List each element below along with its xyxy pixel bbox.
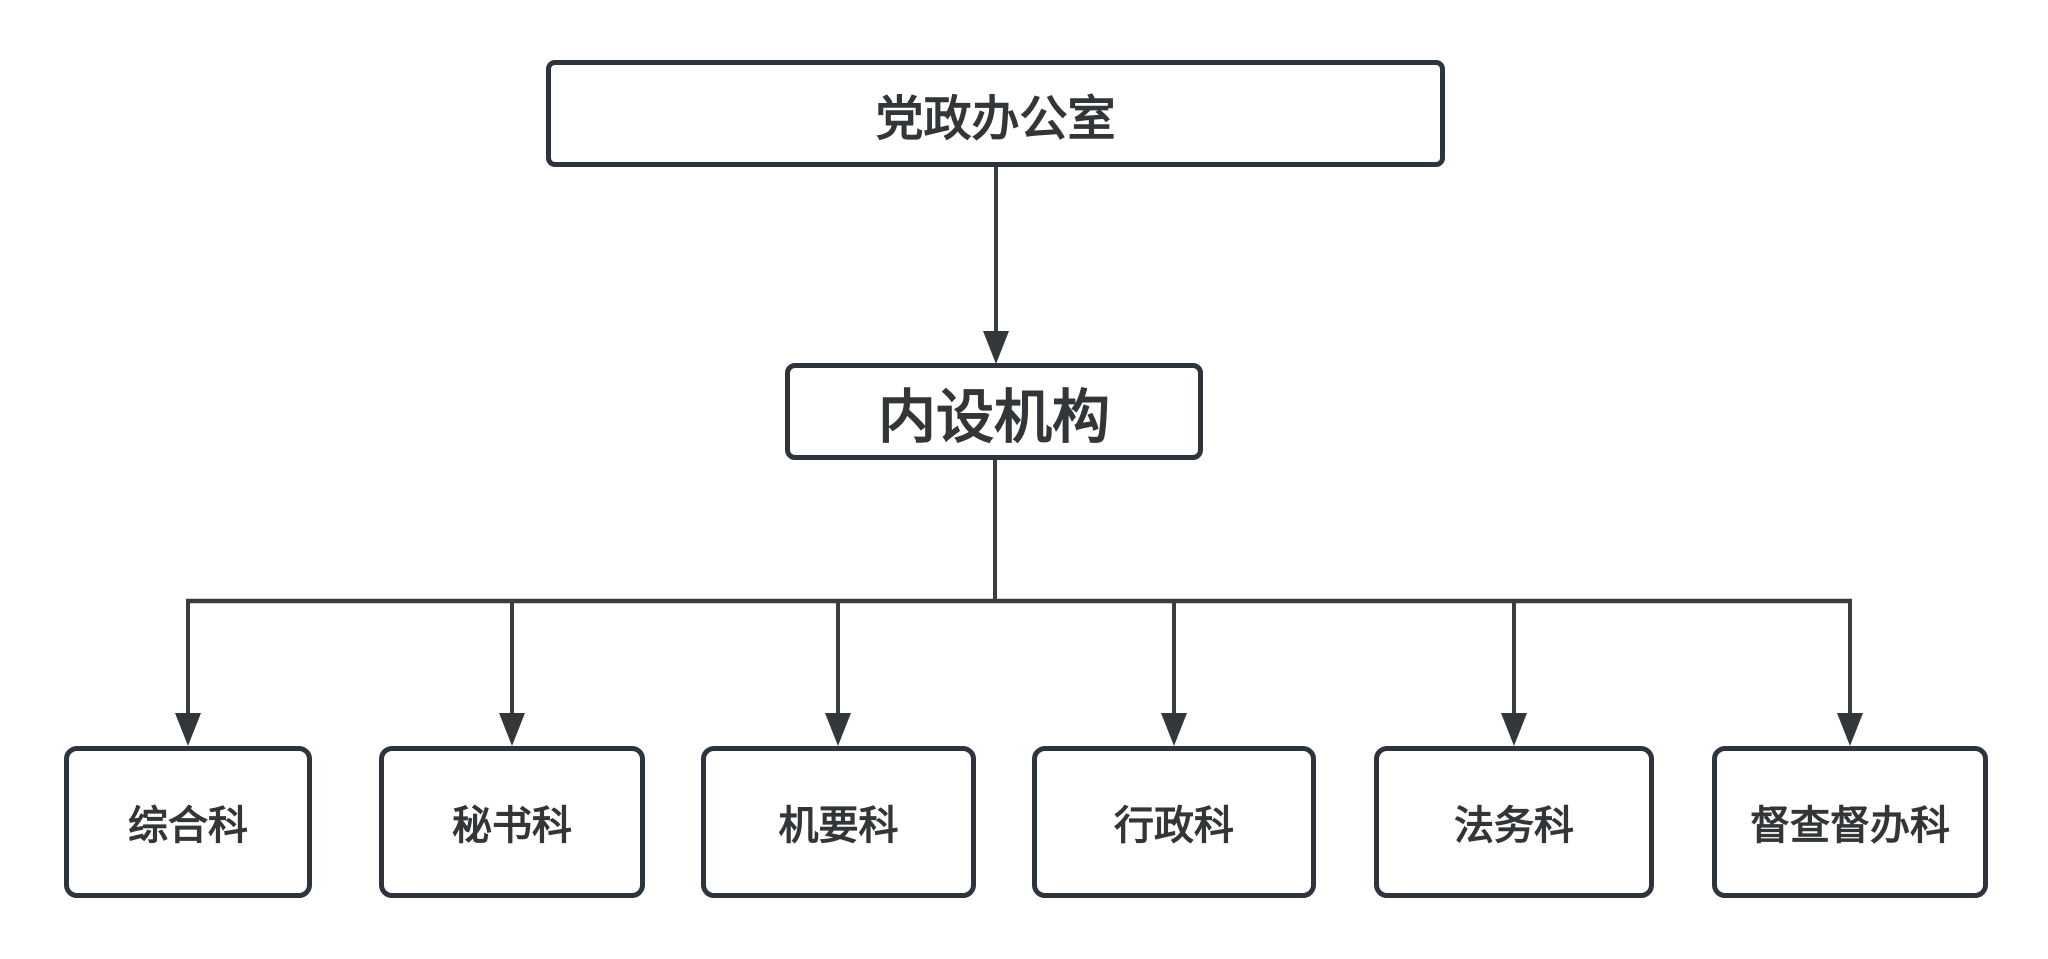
node-supervision-section-label: 督查督办科 [1750,804,1950,848]
arrowhead-icon [499,713,525,746]
node-secretary-section-label: 秘书科 [452,804,572,848]
node-supervision-section[interactable]: 督查督办科 [1712,746,1988,898]
connector-root-to-internal [983,166,1009,364]
connector-bus-to-dept-5 [1501,599,1527,746]
node-internal-institutions[interactable]: 内设机构 [785,363,1203,460]
node-administration-section-label: 行政科 [1114,804,1234,848]
node-secretary-section[interactable]: 秘书科 [379,746,645,898]
connector-internal-to-bus [186,459,1852,604]
node-confidential-section-label: 机要科 [778,804,899,848]
connector-bus-to-dept-4 [1161,599,1187,746]
connector-bus-to-dept-6 [1837,599,1863,746]
node-confidential-section[interactable]: 机要科 [701,746,976,898]
node-internal-institutions-label: 内设机构 [877,384,1110,450]
connector-bus-to-dept-1 [175,599,201,746]
node-legal-affairs-section[interactable]: 法务科 [1374,746,1654,898]
connector-bus-to-dept-2 [499,599,525,746]
arrowhead-icon [1161,713,1187,746]
arrowhead-icon [825,713,851,746]
node-party-gov-office-label: 党政办公室 [875,92,1116,146]
node-administration-section[interactable]: 行政科 [1032,746,1316,898]
node-general-affairs-section-label: 综合科 [128,804,248,848]
arrowhead-icon [1837,713,1863,746]
arrowhead-icon [1501,713,1527,746]
connector-bus-to-dept-3 [825,599,851,746]
node-general-affairs-section[interactable]: 综合科 [64,746,312,898]
node-party-gov-office[interactable]: 党政办公室 [546,60,1445,167]
arrowhead-icon [983,331,1009,364]
arrowhead-icon [175,713,201,746]
node-legal-affairs-section-label: 法务科 [1454,804,1574,848]
